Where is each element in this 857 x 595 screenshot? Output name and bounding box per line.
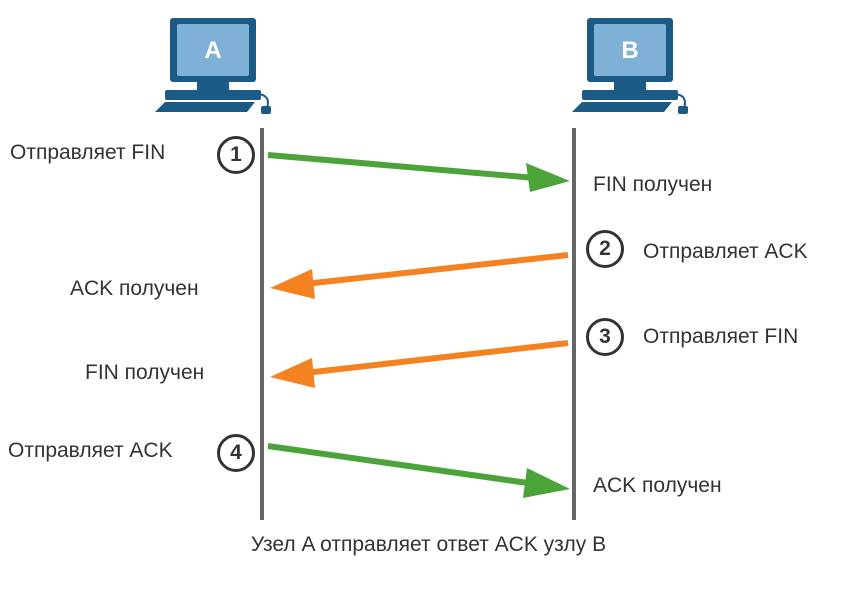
step2-number-badge: 2	[586, 230, 624, 268]
step1-receiver-label: FIN получен	[593, 173, 713, 196]
arrow-ack-a-to-b	[267, 443, 570, 498]
step3-sender-label: Отправляет FIN	[643, 325, 799, 348]
host-a-label: A	[204, 37, 221, 64]
arrow-fin-a-to-b	[267, 152, 570, 192]
computer-a-icon: A	[155, 18, 271, 114]
step4-receiver-label: ACK получен	[593, 474, 722, 497]
step3-receiver-label: FIN получен	[85, 361, 205, 384]
step2-sender-label: Отправляет ACK	[643, 240, 808, 263]
step4-sender-label: Отправляет ACK	[8, 439, 173, 462]
computer-b-icon: B	[572, 18, 688, 114]
step1-number-badge: 1	[217, 136, 255, 174]
step1-sender-label: Отправляет FIN	[10, 141, 166, 164]
arrow-fin-b-to-a	[270, 340, 569, 388]
step2-receiver-label: ACK получен	[70, 277, 199, 300]
diagram-caption: Узел A отправляет ответ ACK узлу B	[250, 533, 607, 556]
step4-number-badge: 4	[217, 434, 255, 472]
arrow-ack-b-to-a	[270, 252, 569, 299]
host-b-label: B	[621, 37, 638, 64]
step3-number-badge: 3	[586, 318, 624, 356]
